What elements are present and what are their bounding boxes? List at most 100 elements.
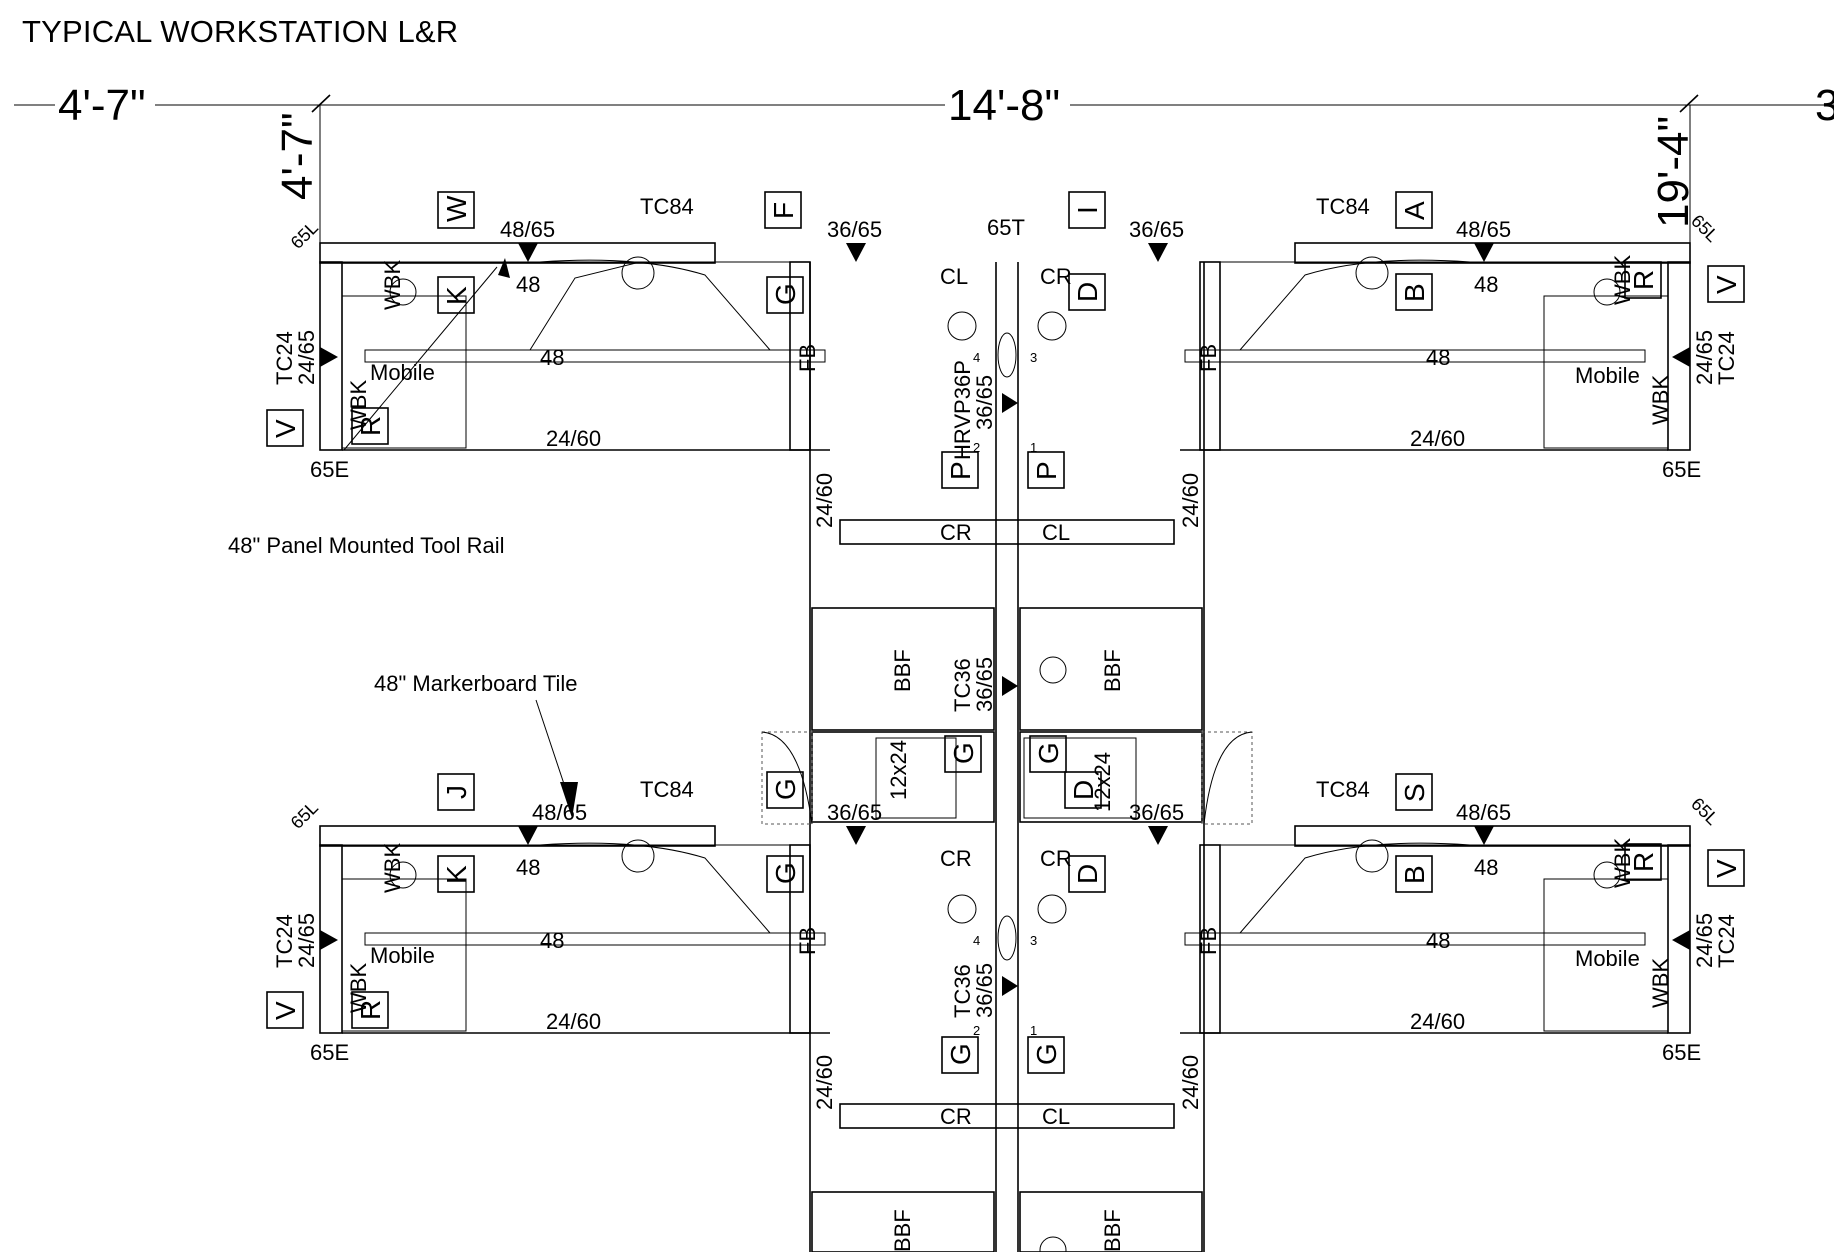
label-wbk: WBK	[380, 843, 405, 893]
tag-d: D	[1068, 780, 1099, 800]
dim-left: 4'-7"	[58, 81, 146, 130]
label-48: 48	[540, 928, 564, 953]
label-48: 48	[540, 345, 564, 370]
label-24-65: 24/65	[294, 913, 319, 968]
tag-f: F	[768, 202, 799, 219]
label-cl: CL	[1042, 520, 1070, 545]
tag-v: V	[270, 419, 301, 438]
tag-i: I	[1072, 206, 1103, 214]
tag-g: G	[1033, 742, 1064, 764]
tag-j: J	[441, 785, 472, 799]
label-fb: FB	[1196, 344, 1221, 372]
letter-tags: W F I A K G D B V R V R P P G G D G J S …	[266, 191, 1745, 1074]
label-tc84: TC84	[1316, 777, 1370, 802]
label-65l: 65L	[287, 797, 322, 832]
label-wbk: WBK	[1648, 375, 1673, 425]
tag-b: B	[1399, 865, 1430, 884]
tag-k: K	[441, 286, 472, 305]
label-65l: 65L	[287, 217, 322, 252]
label-48-65: 48/65	[500, 217, 555, 242]
panel-markers	[320, 243, 1690, 950]
label-65t: 65T	[987, 215, 1025, 240]
tag-g: G	[945, 1043, 976, 1065]
label-24-60: 24/60	[546, 426, 601, 451]
label-num-4: 4	[973, 933, 980, 948]
label-36-65: 36/65	[827, 217, 882, 242]
label-36-65: 36/65	[827, 800, 882, 825]
label-36-65: 36/65	[972, 375, 997, 430]
label-24-65: 24/65	[1692, 913, 1717, 968]
tag-v: V	[270, 1001, 301, 1020]
label-36-65: 36/65	[1129, 800, 1184, 825]
label-48: 48	[516, 855, 540, 880]
label-tc24: TC24	[272, 331, 297, 385]
label-num-2: 2	[973, 1023, 980, 1038]
label-36-65: 36/65	[972, 657, 997, 712]
label-36-65: 36/65	[972, 963, 997, 1018]
label-hrvp36p: HRVP36P	[950, 360, 975, 460]
label-num-4: 4	[973, 350, 980, 365]
label-65e: 65E	[1662, 1040, 1701, 1065]
label-65e: 65E	[1662, 457, 1701, 482]
center-spine	[761, 262, 1253, 1252]
tag-g: G	[948, 742, 979, 764]
label-48: 48	[516, 272, 540, 297]
label-fb: FB	[1196, 927, 1221, 955]
label-36-65: 36/65	[1129, 217, 1184, 242]
label-65e: 65E	[310, 1040, 349, 1065]
label-48: 48	[1474, 272, 1498, 297]
tag-r: R	[1628, 270, 1659, 290]
workstation-bottom-right	[1180, 825, 1691, 1034]
label-12x24: 12x24	[1090, 752, 1115, 812]
tag-d: D	[1072, 864, 1103, 884]
label-65e: 65E	[310, 457, 349, 482]
label-tc84: TC84	[1316, 194, 1370, 219]
label-tc84: TC84	[640, 194, 694, 219]
label-24-65: 24/65	[1692, 330, 1717, 385]
label-cr: CR	[1040, 846, 1072, 871]
label-24-65: 24/65	[294, 330, 319, 385]
label-fb: FB	[795, 927, 820, 955]
label-65l: 65L	[1687, 794, 1722, 829]
label-tc84: TC84	[640, 777, 694, 802]
label-num-3: 3	[1030, 350, 1037, 365]
label-24-60: 24/60	[1410, 426, 1465, 451]
label-24-60: 24/60	[546, 1009, 601, 1034]
dim-vertical-right: 19'-4"	[1649, 116, 1698, 228]
label-fb: FB	[795, 344, 820, 372]
tag-g: G	[770, 283, 801, 305]
tag-v: V	[1711, 275, 1742, 294]
label-48: 48	[1426, 928, 1450, 953]
label-12x24: 12x24	[886, 740, 911, 800]
label-24-60: 24/60	[1178, 473, 1203, 528]
label-24-60: 24/60	[1410, 1009, 1465, 1034]
page-title: TYPICAL WORKSTATION L&R	[22, 14, 459, 49]
label-mobile: Mobile	[370, 360, 435, 385]
label-num-3: 3	[1030, 933, 1037, 948]
label-cl: CL	[1042, 1104, 1070, 1129]
label-tc24: TC24	[272, 914, 297, 968]
label-24-60: 24/60	[812, 473, 837, 528]
callout-markerboard: 48" Markerboard Tile	[374, 671, 577, 696]
label-24-60: 24/60	[812, 1055, 837, 1110]
label-cr: CR	[940, 846, 972, 871]
label-num-1: 1	[1030, 1023, 1037, 1038]
label-48: 48	[1474, 855, 1498, 880]
label-cl: CL	[940, 264, 968, 289]
plan-labels: TC84 TC84 48/65 36/65 65T 36/65 48/65 65…	[228, 194, 1739, 1252]
label-wbk: WBK	[346, 963, 371, 1013]
label-48-65: 48/65	[1456, 800, 1511, 825]
label-mobile: Mobile	[1575, 363, 1640, 388]
tag-a: A	[1399, 201, 1430, 220]
tag-g: G	[770, 778, 801, 800]
dim-vertical-left: 4'-7"	[273, 112, 322, 200]
label-cr: CR	[940, 520, 972, 545]
label-cr: CR	[940, 1104, 972, 1129]
label-cr: CR	[1040, 264, 1072, 289]
label-tc24: TC24	[1714, 331, 1739, 385]
label-wbk: WBK	[1648, 958, 1673, 1008]
label-bbf: BBF	[890, 649, 915, 692]
label-bbf: BBF	[1100, 649, 1125, 692]
tag-g: G	[770, 862, 801, 884]
label-wbk: WBK	[380, 260, 405, 310]
